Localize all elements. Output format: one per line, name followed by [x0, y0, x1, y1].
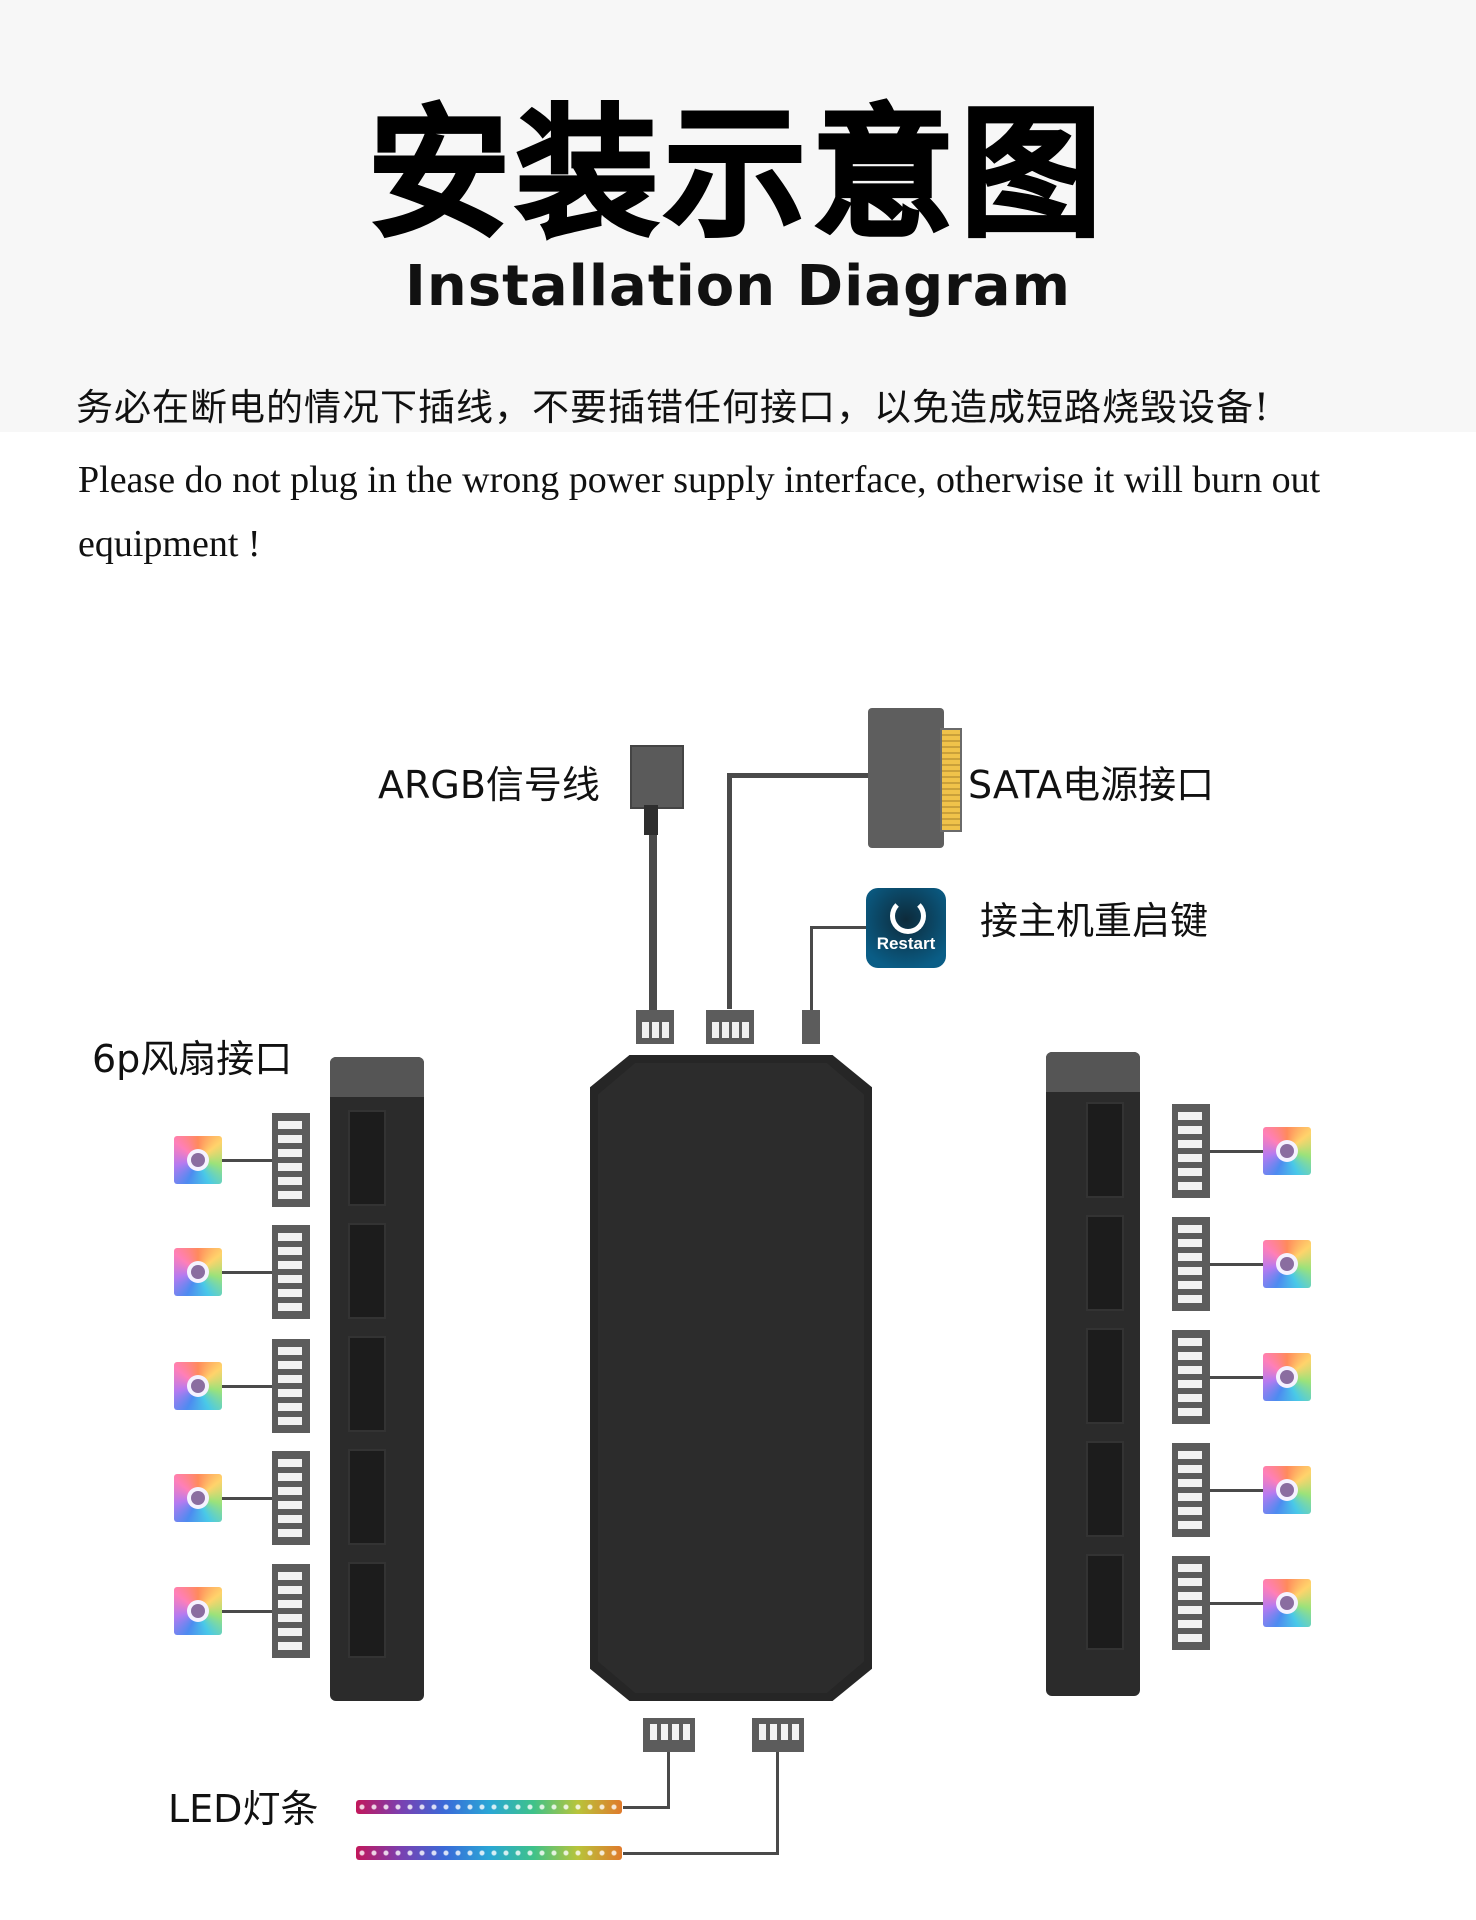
restart-icon: Restart — [866, 888, 946, 968]
led-wire-1-horizontal — [623, 1806, 670, 1809]
fan-wire — [222, 1385, 272, 1388]
header-background — [0, 0, 1476, 432]
fan-wire — [1210, 1489, 1263, 1492]
sata-header-plug — [706, 1010, 754, 1044]
fan-plug-6pin — [1172, 1217, 1210, 1311]
fan-icon — [1263, 1353, 1311, 1401]
fan-plug-6pin — [1172, 1104, 1210, 1198]
fan-plug-6pin — [1172, 1330, 1210, 1424]
led-strip-icon — [356, 1800, 622, 1814]
led-label: LED灯条 — [168, 1787, 319, 1831]
sata-connector-icon — [868, 708, 962, 848]
fan-icon — [174, 1587, 222, 1635]
fan-ports-label: 6p风扇接口 — [92, 1037, 293, 1081]
fan-icon — [174, 1248, 222, 1296]
fan-wire — [1210, 1376, 1263, 1379]
fan-plug-6pin — [272, 1113, 310, 1207]
led-header-plug-2 — [752, 1718, 804, 1752]
fan-icon — [174, 1474, 222, 1522]
page-title-en: Installation Diagram — [405, 254, 1071, 319]
fan-icon — [1263, 1127, 1311, 1175]
controller-hub — [590, 1055, 872, 1701]
fan-plug-6pin — [1172, 1443, 1210, 1537]
fan-plug-6pin — [1172, 1556, 1210, 1650]
sata-label: SATA电源接口 — [968, 763, 1215, 807]
fan-plug-6pin — [272, 1339, 310, 1433]
fan-icon — [1263, 1240, 1311, 1288]
restart-header-plug — [802, 1010, 820, 1044]
fan-icon — [1263, 1579, 1311, 1627]
led-wire-1-vertical — [667, 1752, 670, 1808]
left-fan-strip — [330, 1057, 424, 1701]
argb-connector-icon — [630, 745, 684, 809]
fan-wire — [222, 1271, 272, 1274]
restart-wire-vertical — [810, 926, 813, 1010]
led-strip-icon — [356, 1846, 622, 1860]
led-wire-2-vertical — [776, 1752, 779, 1855]
fan-wire — [1210, 1263, 1263, 1266]
restart-wire-horizontal — [810, 926, 866, 929]
page-title-cn: 安装示意图 — [367, 92, 1108, 257]
argb-label: ARGB信号线 — [378, 763, 600, 807]
argb-cable-sleeve — [644, 805, 658, 835]
fan-wire — [222, 1497, 272, 1500]
sata-wire-vertical — [727, 773, 732, 1009]
fan-icon — [1263, 1466, 1311, 1514]
restart-label: 接主机重启键 — [980, 899, 1209, 943]
fan-icon — [174, 1136, 222, 1184]
fan-wire — [1210, 1150, 1263, 1153]
fan-plug-6pin — [272, 1451, 310, 1545]
led-wire-2-horizontal — [623, 1852, 779, 1855]
fan-wire — [222, 1159, 272, 1162]
right-fan-strip — [1046, 1052, 1140, 1696]
fan-plug-6pin — [272, 1564, 310, 1658]
fan-wire — [1210, 1602, 1263, 1605]
argb-wire — [649, 835, 657, 1010]
argb-header-plug — [636, 1010, 674, 1044]
fan-plug-6pin — [272, 1225, 310, 1319]
led-header-plug-1 — [643, 1718, 695, 1752]
sata-wire-horizontal — [727, 773, 869, 778]
warning-text-cn: 务必在断电的情况下插线，不要插错任何接口，以免造成短路烧毁设备! — [76, 386, 1270, 429]
fan-icon — [174, 1362, 222, 1410]
fan-wire — [222, 1610, 272, 1613]
warning-text-en: Please do not plug in the wrong power su… — [78, 459, 1321, 565]
